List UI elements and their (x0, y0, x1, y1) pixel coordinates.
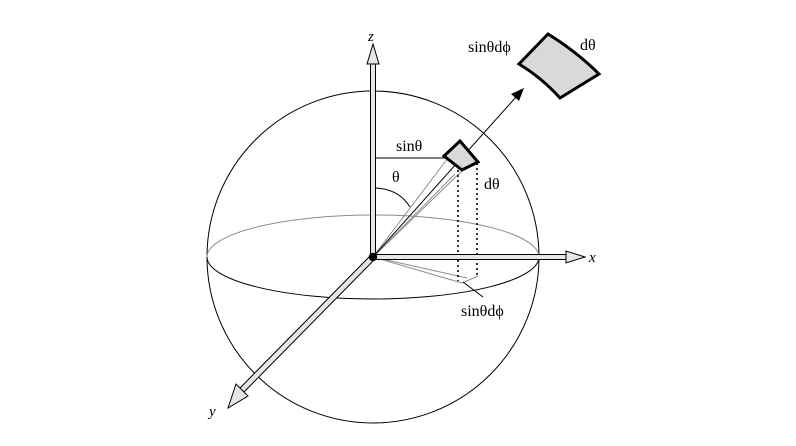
theta-arc (372, 187, 411, 208)
origin-point (368, 252, 378, 262)
projection-lines (372, 157, 479, 284)
sin-theta-label: sinθ (396, 138, 422, 155)
x-axis-label: x (588, 250, 596, 266)
sin-theta-dphi-leader (462, 281, 484, 298)
drop-lines (457, 163, 478, 281)
radial-direction-arrow (372, 88, 524, 258)
sin-theta-dphi-large-label: sinθdϕ (468, 39, 511, 56)
z-axis-label: z (367, 29, 374, 45)
d-theta-large-label: dθ (580, 37, 596, 54)
theta-label: θ (392, 169, 400, 186)
d-theta-small-label: dθ (484, 176, 500, 193)
sin-theta-dphi-small-label: sinθdϕ (461, 303, 504, 320)
x-axis (372, 250, 587, 264)
y-axis (227, 254, 376, 410)
y-axis-label: y (207, 404, 216, 420)
z-axis (366, 42, 380, 258)
equator-front (206, 256, 540, 300)
large-surface-patch (516, 32, 602, 100)
small-surface-patch (441, 138, 481, 172)
